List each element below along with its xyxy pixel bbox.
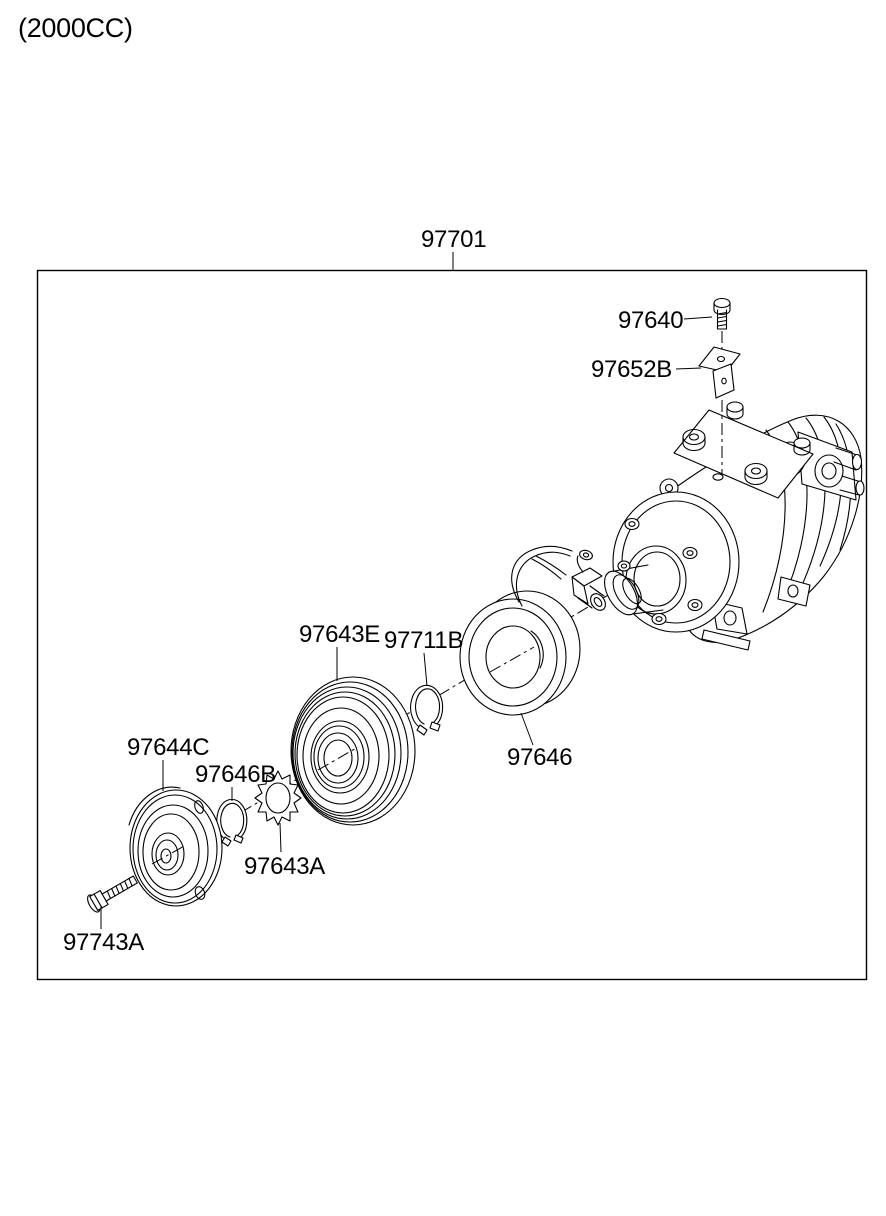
leader-line-97640 bbox=[683, 316, 713, 320]
axis-centerline-disc-hub bbox=[151, 844, 187, 865]
part-label-97701[interactable]: 97701 bbox=[421, 226, 487, 253]
part-label-97640[interactable]: 97640 bbox=[618, 307, 684, 334]
bracket-97652B-drawing bbox=[698, 346, 741, 399]
diagram-border bbox=[36, 269, 868, 981]
field-coil-97646-drawing bbox=[459, 545, 606, 716]
snap-ring-97711B-drawing bbox=[410, 684, 444, 736]
part-label-97646B[interactable]: 97646B bbox=[195, 761, 276, 788]
part-label-97743A[interactable]: 97743A bbox=[63, 929, 145, 956]
bolt-97640-drawing bbox=[713, 297, 731, 330]
axis-centerline-pulley-bore bbox=[317, 746, 359, 771]
part-label-97711B[interactable]: 97711B bbox=[384, 627, 463, 654]
leader-line-97646 bbox=[520, 712, 534, 746]
part-label-97644C[interactable]: 97644C bbox=[127, 734, 210, 761]
part-label-97646[interactable]: 97646 bbox=[507, 744, 573, 771]
clutch-disc-97644C-drawing bbox=[128, 786, 223, 907]
bolt-97743A-drawing bbox=[87, 875, 138, 913]
compressor-drawing bbox=[603, 401, 865, 651]
part-label-97643A[interactable]: 97643A bbox=[244, 853, 326, 880]
callouts: 97640 97652B 97643E 97711B 97646 97644C … bbox=[63, 307, 713, 956]
leader-line-97711B bbox=[423, 652, 428, 687]
engine-size-label: (2000CC) bbox=[18, 13, 133, 43]
leader-line-97652B bbox=[675, 367, 702, 370]
part-label-97643E[interactable]: 97643E bbox=[299, 621, 380, 648]
retainer-97643A-drawing bbox=[254, 770, 302, 826]
leader-line-97643A bbox=[279, 822, 282, 853]
part-label-97652B[interactable]: 97652B bbox=[591, 356, 672, 383]
axis-centerline-coil-bore bbox=[489, 646, 535, 673]
pulley-97643E-drawing bbox=[290, 676, 416, 826]
